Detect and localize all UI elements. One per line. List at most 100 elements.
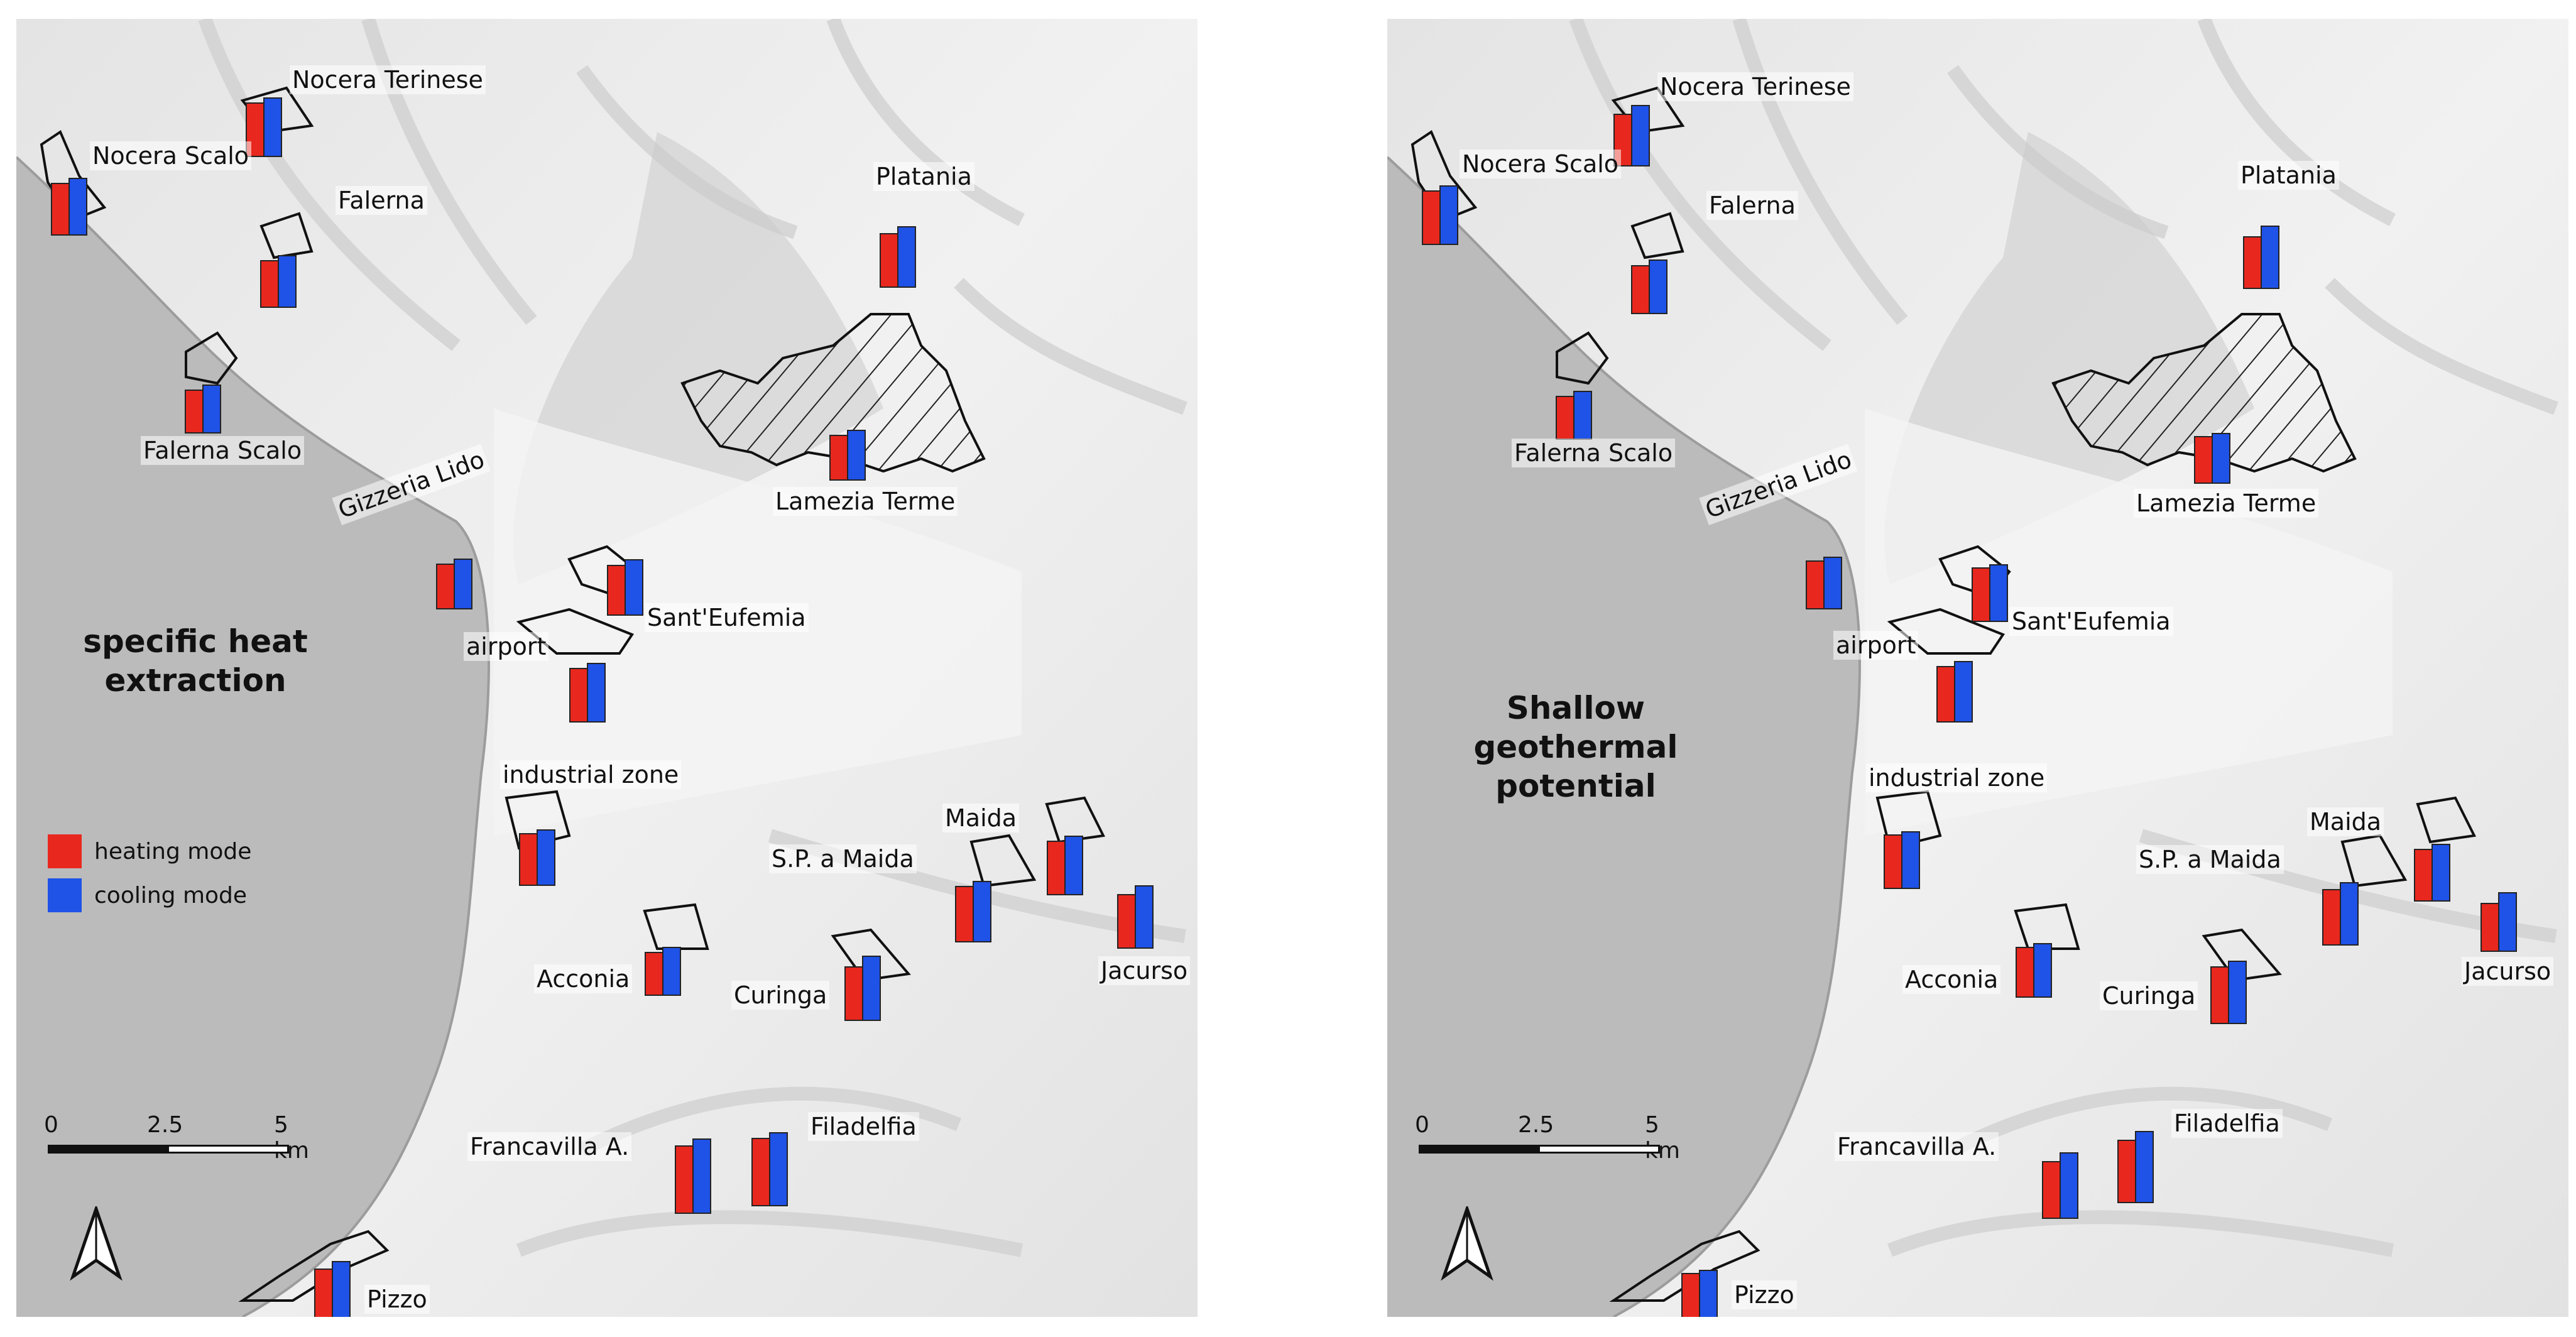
cooling-bar: [769, 1132, 788, 1206]
heating-bar: [185, 390, 204, 434]
cooling-bar: [973, 881, 991, 942]
cooling-bar: [2060, 1152, 2078, 1219]
heating-bar: [2480, 903, 2499, 952]
cooling-bar: [692, 1138, 711, 1214]
heating-bar: [2117, 1140, 2136, 1203]
heating-bar: [955, 886, 974, 942]
place-label: industrial zone: [500, 760, 682, 789]
heating-bar: [2322, 889, 2341, 946]
panel-title-line: specific heat: [83, 623, 308, 660]
heating-bar: [1681, 1273, 1700, 1317]
heating-bar: [519, 833, 538, 886]
lamezia-terme-area: [680, 313, 986, 473]
north-arrow-icon: [1441, 1206, 1493, 1281]
place-label: airport: [1833, 631, 1919, 660]
scale-label: 0: [1415, 1112, 1429, 1138]
heating-bar: [260, 260, 279, 308]
cooling-bar: [625, 559, 643, 616]
place-label: Falerna: [336, 186, 427, 215]
map-legend: heating mode cooling mode: [48, 829, 251, 917]
heating-bar: [51, 183, 70, 236]
map-panel-right: Shallow geothermal potential 0 2.5 5 km …: [1387, 19, 2568, 1317]
terrain-basemap: [16, 19, 1198, 1317]
place-label: Curinga: [731, 981, 830, 1010]
cooling-bar: [847, 430, 866, 481]
cooling-bar: [2431, 844, 2450, 902]
cooling-bar: [454, 559, 472, 609]
scale-label: 0: [44, 1112, 58, 1138]
cooling-bar: [2212, 433, 2230, 484]
heating-bar: [2243, 236, 2262, 289]
legend-label-cooling: cooling mode: [94, 882, 248, 909]
place-label: Platania: [873, 162, 974, 191]
place-label: S.P. a Maida: [769, 844, 917, 873]
heating-bar: [829, 435, 848, 481]
scale-bar: 0 2.5 5 km: [44, 1112, 309, 1164]
place-label: Nocera Scalo: [1460, 150, 1622, 178]
scale-bar-white: [1538, 1145, 1660, 1154]
place-label: Maida: [942, 804, 1020, 832]
cooling-bar: [278, 255, 297, 308]
scale-bar-black: [1419, 1145, 1539, 1154]
cooling-bar: [2033, 943, 2052, 998]
place-label: Maida: [2307, 807, 2384, 836]
place-label: S.P. a Maida: [2136, 845, 2284, 874]
map-panel-left: specific heat extraction heating mode co…: [16, 19, 1198, 1317]
heating-bar: [1556, 396, 1575, 440]
panel-title: specific heat extraction: [60, 622, 330, 700]
place-label: Acconia: [534, 964, 633, 993]
cooling-bar: [2498, 892, 2517, 952]
cooling-bar: [1631, 105, 1650, 166]
place-label: Nocera Terinese: [1657, 72, 1853, 101]
cooling-bar: [1439, 185, 1458, 245]
heating-bar: [1972, 567, 1990, 622]
legend-swatch-cooling: [48, 878, 82, 912]
scale-label: 2.5: [1518, 1112, 1554, 1138]
scale-bar: 0 2.5 5 km: [1415, 1112, 1680, 1164]
cooling-bar: [202, 385, 221, 434]
scale-label: 2.5: [147, 1112, 183, 1138]
place-label: Francavilla A.: [467, 1132, 632, 1161]
place-label: airport: [464, 632, 549, 661]
heating-bar: [2042, 1161, 2061, 1219]
heating-bar: [569, 668, 588, 723]
cooling-bar: [2135, 1131, 2154, 1203]
place-label: industrial zone: [1866, 763, 2048, 792]
cooling-bar: [1954, 661, 1973, 723]
cooling-bar: [68, 178, 87, 236]
cooling-bar: [1135, 885, 1154, 949]
cooling-bar: [1573, 391, 1592, 440]
municipality-outlines: [40, 86, 1106, 1302]
scale-label: 5 km: [1645, 1112, 1680, 1164]
cooling-bar: [332, 1261, 351, 1317]
cooling-bar: [537, 829, 555, 886]
place-label: Platania: [2238, 161, 2339, 190]
place-label: Filadelfia: [2171, 1109, 2283, 1138]
lamezia-terme-area: [2051, 313, 2357, 473]
cooling-bar: [263, 97, 282, 157]
place-label: Jacurso: [1098, 956, 1191, 985]
place-label: Sant'Eufemia: [645, 603, 809, 632]
place-label: Curinga: [2100, 981, 2198, 1010]
place-label: Lamezia Terme: [773, 487, 958, 516]
heating-bar: [2414, 849, 2433, 902]
terrain-basemap: [1387, 19, 2568, 1317]
heating-bar: [1117, 894, 1136, 949]
heating-bar: [880, 233, 898, 288]
place-label: Pizzo: [1732, 1280, 1797, 1309]
cooling-bar: [1064, 836, 1083, 895]
heating-bar: [675, 1145, 694, 1214]
place-label: Nocera Terinese: [290, 65, 486, 94]
place-label: Francavilla A.: [1835, 1132, 1999, 1161]
legend-item-heating: heating mode: [48, 829, 251, 873]
sea: [16, 157, 489, 1317]
heating-bar: [645, 952, 663, 996]
scale-bar-white: [167, 1145, 289, 1154]
cooling-bar: [2340, 882, 2359, 946]
panel-title-line: extraction: [104, 662, 287, 699]
place-label: Pizzo: [364, 1285, 430, 1314]
heating-bar: [1936, 666, 1955, 723]
heating-bar: [1422, 190, 1441, 245]
legend-label-heating: heating mode: [94, 838, 252, 865]
heating-bar: [436, 564, 455, 609]
